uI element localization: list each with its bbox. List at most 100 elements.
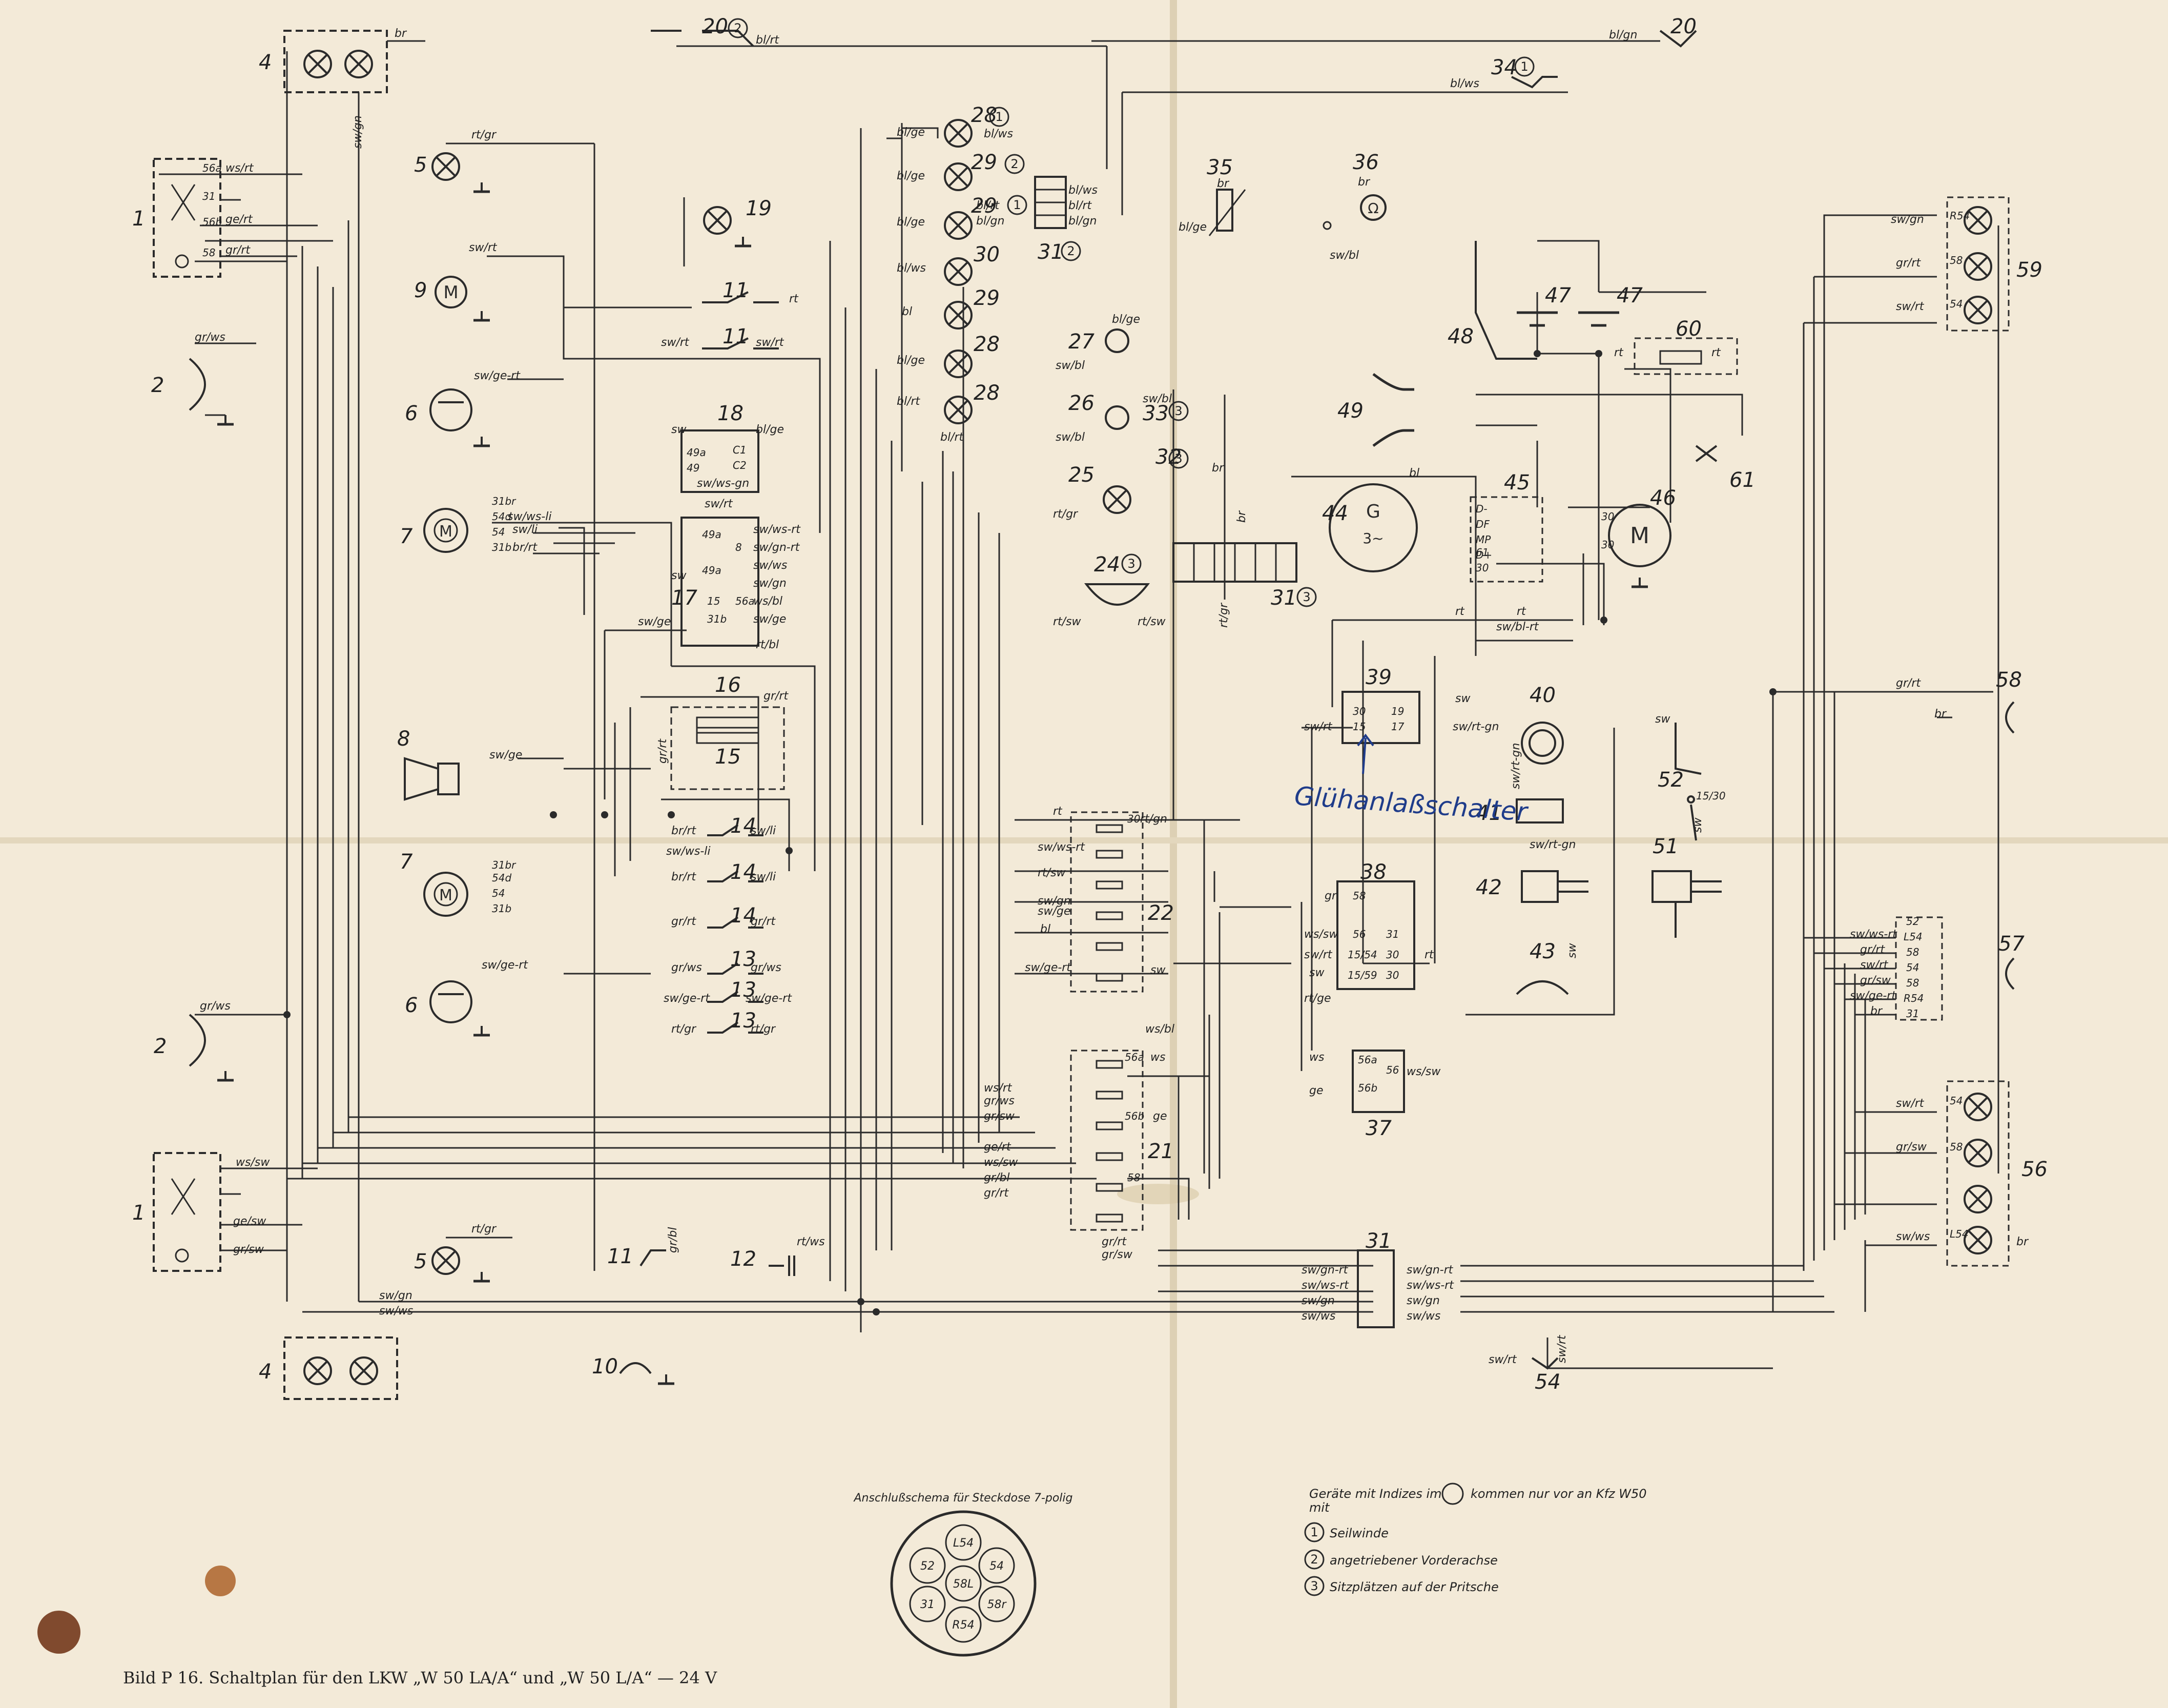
wire-swgert-13b: sw/ge-rt bbox=[746, 992, 792, 1005]
svg-text:Ω: Ω bbox=[1368, 200, 1378, 217]
component-index-circles bbox=[728, 18, 1535, 607]
wire-rt-46: rt bbox=[1517, 605, 1526, 618]
label-30: 30 bbox=[974, 243, 1000, 266]
label-17: 17 bbox=[671, 586, 697, 610]
wire-blge-28b: bl/ge bbox=[897, 354, 925, 367]
gauges-27-26-25 bbox=[1103, 328, 1131, 514]
glow-start-switch-39 bbox=[1341, 691, 1420, 744]
term-31-38: 31 bbox=[1386, 928, 1399, 940]
wire-swrt-56: sw/rt bbox=[1896, 1097, 1925, 1110]
label-5-top: 5 bbox=[414, 153, 427, 177]
wire-network bbox=[159, 40, 1999, 1369]
wire-br-58: br bbox=[1934, 708, 1947, 721]
component-numbers: 4 1 2 5 9 6 7 8 7 6 2 1 5 4 19 11 11 18 … bbox=[132, 15, 2048, 1394]
label-35: 35 bbox=[1207, 156, 1233, 179]
term-dminus-45: D- bbox=[1476, 503, 1488, 515]
wire-rtgr-13: rt/gr bbox=[671, 1023, 697, 1036]
label-5-bottom: 5 bbox=[414, 1250, 427, 1273]
term-56a-37: 56a bbox=[1358, 1054, 1377, 1066]
label-13-a: 13 bbox=[730, 948, 756, 971]
index-28: 1 bbox=[995, 110, 1003, 124]
term-30-38: 30 bbox=[1386, 949, 1399, 961]
wire-grrt-15: gr/rt bbox=[656, 738, 669, 764]
term-31-57: 31 bbox=[1906, 1007, 1919, 1020]
label-31-bottom: 31 bbox=[1366, 1229, 1392, 1253]
label-1-top: 1 bbox=[132, 207, 145, 231]
wire-swge-17b: sw/ge bbox=[638, 615, 671, 628]
socket-pin-58r: 58r bbox=[987, 1598, 1007, 1611]
index-33: 3 bbox=[1174, 404, 1182, 418]
wire-gesw-1: ge/sw bbox=[233, 1215, 266, 1228]
headlamp-4-bottom bbox=[283, 1336, 398, 1400]
wire-gert-21: ge/rt bbox=[984, 1141, 1011, 1154]
svg-text:M: M bbox=[439, 887, 452, 904]
term-30-46: 30 bbox=[1601, 510, 1614, 523]
wire-blws-28: bl/ws bbox=[984, 128, 1013, 140]
wire-swws-b: sw/ws bbox=[379, 1305, 413, 1318]
term-54d-7b: 54d bbox=[492, 872, 511, 884]
wire-grrt-59: gr/rt bbox=[1896, 257, 1921, 270]
socket-diagram bbox=[890, 1510, 1037, 1657]
wire-swgert-13: sw/ge-rt bbox=[664, 992, 710, 1005]
wire-swrt-11b: sw/rt bbox=[756, 336, 784, 349]
handwritten-note: Glühanlaßschalter bbox=[1293, 781, 1530, 827]
wire-ws-37: ws bbox=[1309, 1051, 1324, 1064]
wire-swgn-31b: sw/gn bbox=[1407, 1294, 1440, 1307]
label-40: 40 bbox=[1530, 684, 1556, 707]
headlamp-4-top bbox=[283, 30, 425, 93]
wire-swgert-22: sw/ge-rt bbox=[1025, 961, 1071, 974]
term-54-7: 54 bbox=[492, 526, 505, 538]
wire-ge-37: ge bbox=[1309, 1084, 1324, 1097]
label-38: 38 bbox=[1360, 860, 1387, 884]
junction-dots bbox=[283, 350, 1777, 1315]
label-28-b: 28 bbox=[974, 333, 1000, 356]
svg-text:M: M bbox=[1630, 523, 1649, 549]
term-56-37: 56 bbox=[1386, 1064, 1399, 1076]
term-49a-17b: 49a bbox=[702, 564, 721, 577]
index-numerals: 2 1 1 2 1 2 3 3 3 3 1 2 3 bbox=[734, 21, 1528, 1593]
wire-grws-13b: gr/ws bbox=[751, 961, 781, 974]
wire-swgn-22: sw/gn bbox=[1038, 895, 1071, 908]
wire-swgnrt-31: sw/gn-rt bbox=[1302, 1264, 1349, 1277]
term-31b-17: 31b bbox=[707, 613, 727, 625]
term-1530-52: 15/30 bbox=[1696, 790, 1726, 802]
wire-brrt-7: br/rt bbox=[512, 541, 538, 554]
label-7-top: 7 bbox=[400, 525, 413, 548]
label-6-top: 6 bbox=[405, 402, 418, 425]
wire-swbl-27: sw/bl bbox=[1056, 359, 1085, 372]
legend-index-2: 2 bbox=[1310, 1552, 1318, 1567]
blower-6-bottom bbox=[429, 980, 490, 1035]
wire-ge-21: ge bbox=[1153, 1110, 1167, 1123]
horn-10 bbox=[619, 1362, 674, 1384]
label-4-bottom: 4 bbox=[259, 1360, 272, 1384]
label-13-c: 13 bbox=[730, 1009, 756, 1033]
label-9: 9 bbox=[414, 279, 427, 302]
wire-wssw-38: ws/sw bbox=[1304, 928, 1338, 941]
label-32: 32 bbox=[1155, 445, 1182, 469]
legend-item-1: Seilwinde bbox=[1330, 1526, 1389, 1540]
wire-wssw-1: ws/sw bbox=[236, 1156, 270, 1169]
label-20-left: 20 bbox=[702, 15, 728, 38]
wire-swws-17: sw/ws bbox=[753, 559, 787, 572]
switch-bank bbox=[639, 30, 1697, 1370]
tail-lamp-59 bbox=[1946, 196, 2010, 332]
wire-grrt-21: gr/rt bbox=[984, 1187, 1009, 1200]
wire-blws-30: bl/ws bbox=[897, 262, 926, 275]
label-7-bottom: 7 bbox=[400, 850, 413, 874]
wire-br-36: br bbox=[1358, 176, 1371, 189]
wire-blws-34: bl/ws bbox=[1450, 77, 1479, 90]
wire-swgnrt-31b: sw/gn-rt bbox=[1407, 1264, 1454, 1277]
label-15: 15 bbox=[715, 745, 741, 769]
label-61: 61 bbox=[1729, 468, 1756, 492]
wire-sw-51: sw bbox=[1691, 817, 1704, 833]
wire-rtgr-13b: rt/gr bbox=[751, 1023, 776, 1036]
label-26: 26 bbox=[1068, 392, 1095, 415]
relay-16-15 bbox=[670, 706, 785, 790]
indicator-lamp-column bbox=[944, 119, 973, 424]
wire-sw-40: sw bbox=[1455, 692, 1471, 705]
wire-bl-45: bl bbox=[1409, 467, 1419, 480]
term-15-39: 15 bbox=[1353, 721, 1366, 733]
wire-swrt-59: sw/rt bbox=[1896, 300, 1925, 313]
label-14-c: 14 bbox=[730, 904, 756, 928]
label-36: 36 bbox=[1353, 151, 1379, 174]
